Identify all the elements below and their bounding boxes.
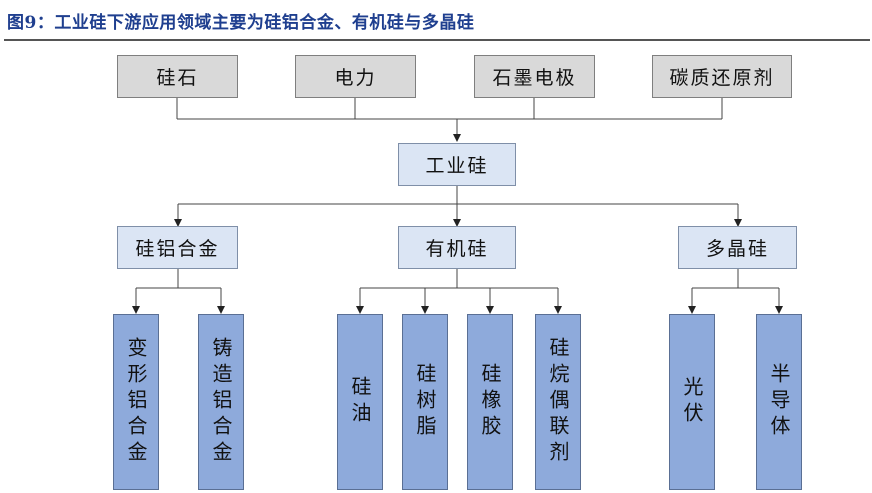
- leaf-box-silicone-oil: 硅油: [337, 314, 383, 490]
- leaf-box-photovoltaic: 光伏: [669, 314, 715, 490]
- leaf-box-silicone-rubber: 硅橡胶: [467, 314, 513, 490]
- category-box-organosilicon: 有机硅: [398, 226, 516, 269]
- figure-title: 图9：工业硅下游应用领域主要为硅铝合金、有机硅与多晶硅: [7, 13, 475, 33]
- category-box-silicon-aluminum-alloy: 硅铝合金: [117, 226, 238, 269]
- leaf-box-silicone-resin: 硅树脂: [402, 314, 448, 490]
- input-box-carbon-reductant: 碳质还原剂: [652, 55, 792, 98]
- input-box-electricity: 电力: [295, 55, 416, 98]
- input-box-silica: 硅石: [117, 55, 238, 98]
- leaf-box-semiconductor: 半导体: [756, 314, 802, 490]
- input-box-graphite-electrode: 石墨电极: [474, 55, 595, 98]
- leaf-box-wrought-aluminum-alloy: 变形铝合金: [113, 314, 159, 490]
- leaf-box-cast-aluminum-alloy: 铸造铝合金: [198, 314, 244, 490]
- center-box-industrial-silicon: 工业硅: [398, 143, 516, 186]
- category-box-polysilicon: 多晶硅: [678, 226, 797, 269]
- leaf-box-silane-coupling-agent: 硅烷偶联剂: [535, 314, 581, 490]
- title-divider: [4, 39, 870, 41]
